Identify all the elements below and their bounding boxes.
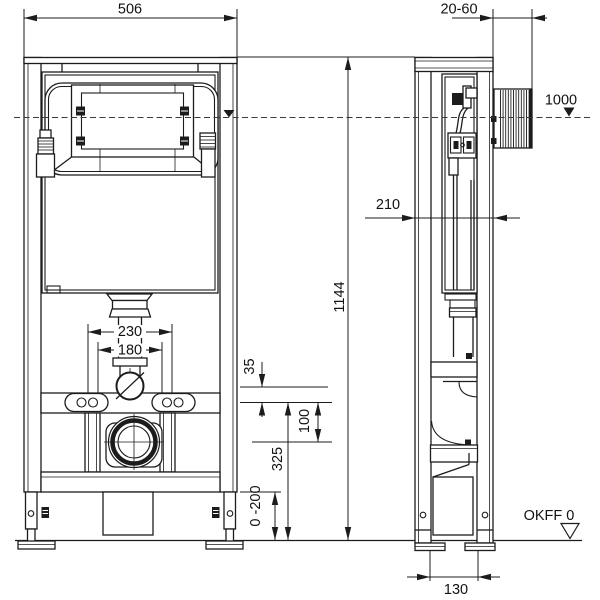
dim-leg-adjustment: 0 -200 — [240, 485, 281, 540]
fixing-to-outlet-label: 100 — [297, 409, 313, 433]
dim-actuation-height: 1000 — [223, 93, 577, 118]
floor-level-label: OKFF 0 — [524, 508, 575, 524]
flush-pipe — [105, 293, 154, 404]
dim-frame-width: 506 — [23, 2, 238, 57]
frame-height-label: 1144 — [332, 281, 348, 312]
side-rails — [414, 56, 494, 544]
dim-pipe-offset: 35 — [240, 358, 332, 417]
frame-depth-label: 210 — [376, 197, 400, 213]
fill-valve — [447, 85, 478, 290]
bracket-rail — [40, 371, 221, 414]
water-connection-left — [35, 129, 56, 178]
dim-fixing-inner: 180 — [97, 342, 163, 393]
window-bolts — [76, 106, 189, 146]
dim-fixing-to-outlet: 100 — [252, 402, 332, 443]
frame-width-label: 506 — [118, 2, 142, 18]
side-flush-bend — [429, 293, 479, 536]
foot-depth-label: 130 — [444, 582, 468, 598]
front-view — [17, 56, 244, 550]
dimensions: 506 20-60 1000 210 1144 — [23, 2, 581, 598]
drain-outlet — [104, 414, 164, 470]
dim-outlet-height: 325 — [270, 402, 292, 540]
actuation-height-label: 1000 — [545, 93, 577, 109]
dim-frame-height: 1144 — [237, 56, 415, 540]
side-view — [414, 56, 533, 552]
fixing-outer-label: 230 — [118, 324, 142, 340]
outlet-height-label: 325 — [270, 447, 286, 471]
flush-plate-shaft — [491, 88, 533, 149]
flush-plate-window — [44, 82, 219, 176]
support-posts — [84, 412, 176, 473]
dim-foot-depth: 130 — [407, 551, 500, 598]
bottom-rail — [40, 471, 221, 536]
connection-right — [199, 132, 217, 178]
dim-wall-distance: 20-60 — [440, 2, 547, 89]
leg-adjustment-label: 0 -200 — [248, 485, 264, 526]
fixing-inner-label: 180 — [118, 343, 142, 359]
floor-level-marker: OKFF 0 — [524, 508, 581, 540]
dim-fixing-outer: 230 — [87, 324, 173, 393]
side-cistern — [441, 73, 478, 294]
side-feet — [414, 511, 496, 552]
wall-distance-label: 20-60 — [440, 2, 477, 18]
pipe-offset-label: 35 — [242, 358, 258, 374]
adjustable-legs-front — [17, 491, 244, 550]
dim-frame-depth: 210 — [365, 197, 520, 222]
